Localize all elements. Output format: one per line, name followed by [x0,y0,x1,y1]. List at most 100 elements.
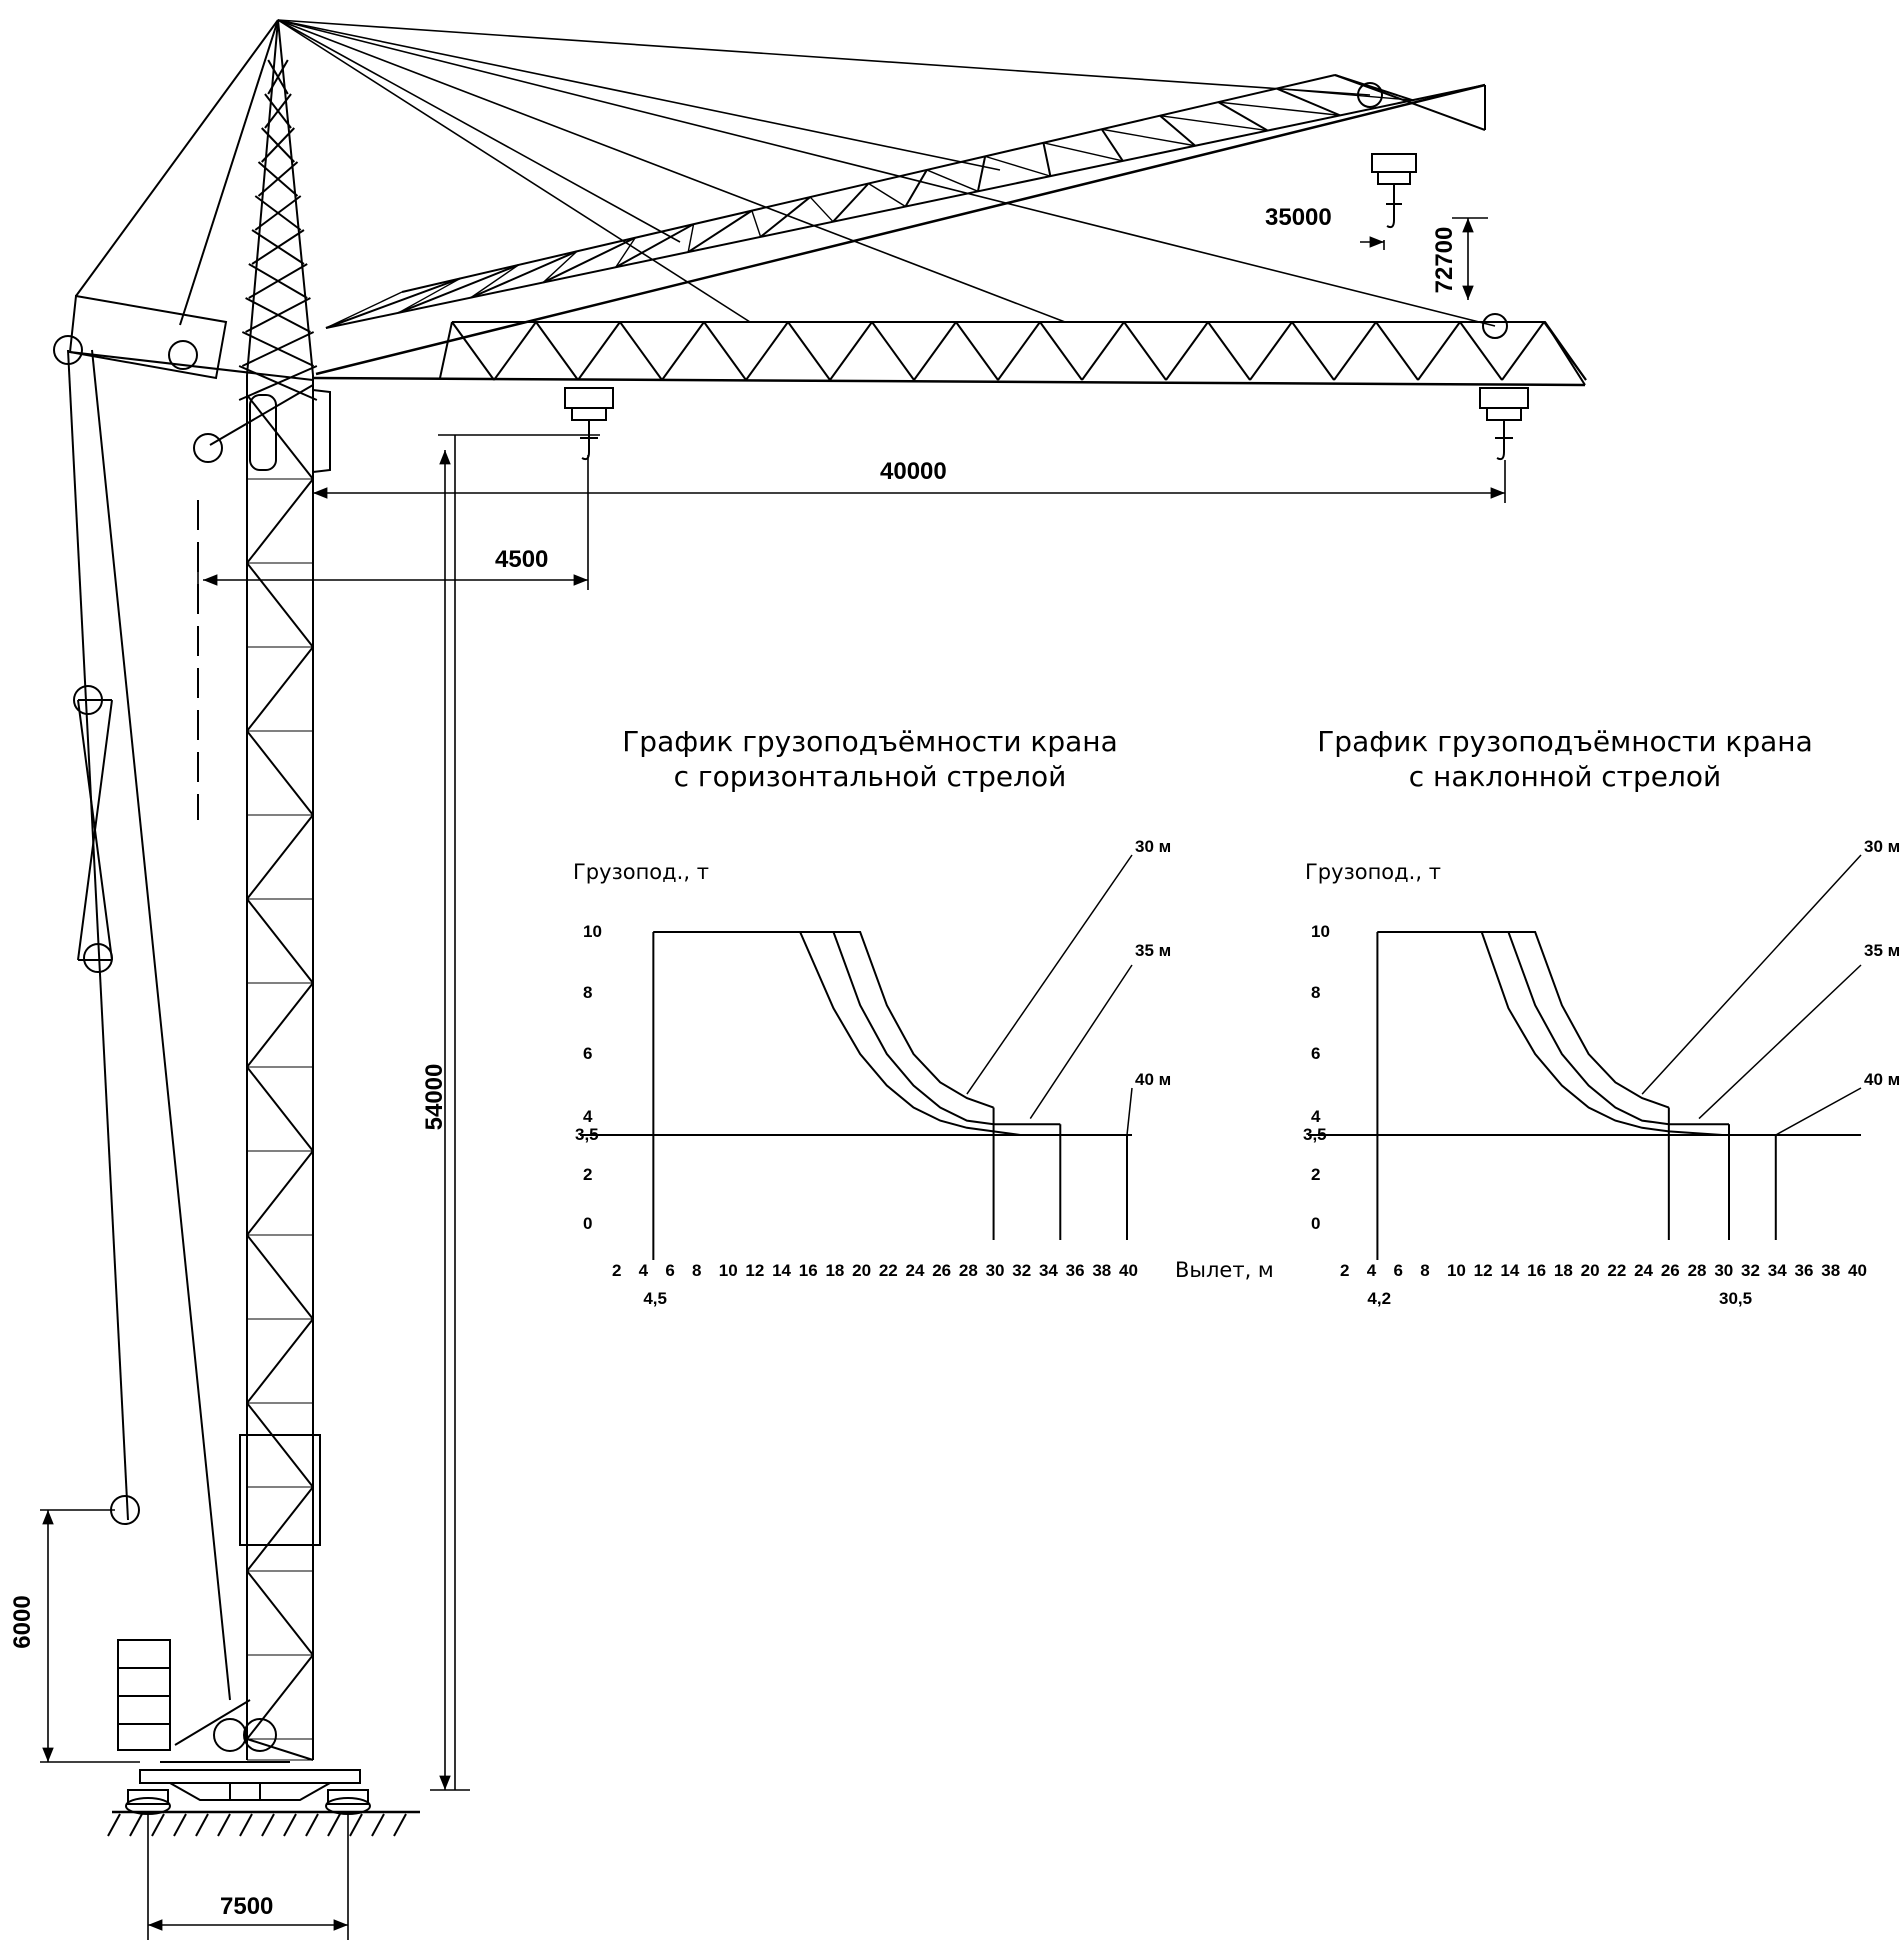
chart1-ytick: 3,5 [1303,1125,1327,1144]
chart0-ytick: 10 [583,922,602,941]
chart0-xtick: 20 [852,1261,872,1280]
inclined-trolley [1371,153,1417,229]
chart-horizontal-title: График грузоподъёмности крана с горизонт… [580,724,1160,794]
chart0-ytick: 8 [583,983,593,1002]
dimension-40000: 40000 [880,458,947,485]
chart1-ytick: 8 [1311,983,1321,1002]
chart0-xtick: 12 [745,1261,765,1280]
chart0-boom-label-1: 35 м [1135,941,1172,960]
chart0-ytick: 4 [583,1107,593,1126]
dimension-6000: 6000 [9,1595,36,1649]
dimension-54000: 54000 [421,1063,448,1131]
boom-leader-line [1029,964,1133,1120]
chart0-xtick: 10 [718,1261,738,1280]
chart-inclined-title-line2: с наклонной стрелой [1408,760,1722,793]
series-40м [1377,931,1776,1136]
tower-mast [238,19,331,1761]
chart0-ytick: 6 [583,1044,593,1063]
chart0-xtick: 6 [665,1261,675,1280]
inclined-jib [315,74,1486,376]
chart1-ytick: 0 [1311,1214,1321,1233]
chart-horizontal-ylabel: Грузопод., т [573,860,709,884]
chart-inclined-title-line1: График грузоподъёмности крана [1317,725,1813,758]
chart0-ytick: 0 [583,1214,593,1233]
horizontal-jib [312,313,1587,461]
chart0-xtick: 38 [1092,1261,1112,1280]
chart1-xtick: 30 [1714,1261,1734,1280]
chart-horizontal-title-line1: График грузоподъёмности крана [622,725,1118,758]
dimension-35000: 35000 [1265,204,1332,231]
chart1-xtick: 6 [1393,1261,1403,1280]
chart-horizontal-title-line2: с горизонтальной стрелой [673,760,1067,793]
chart0-xtick: 32 [1012,1261,1032,1280]
chart-inclined-xlabel: Вылет, м [1175,1258,1274,1282]
chart1-boom-label-2: 40 м [1864,1070,1900,1089]
dimension-4500: 4500 [495,546,549,573]
chart0-xtick: 34 [1038,1261,1058,1280]
dimension-72700: 72700 [1431,226,1458,294]
chart0-xtick: 40 [1119,1261,1138,1280]
chart1-xtick: 12 [1473,1261,1493,1280]
chart0-xtick: 24 [905,1261,925,1280]
chart1-ytick: 4 [1311,1107,1321,1126]
chart1-xtick: 36 [1794,1261,1814,1280]
chart0-xtick: 36 [1065,1261,1085,1280]
ground-hatching [107,1813,407,1837]
chart1-xtick: 14 [1500,1261,1520,1280]
chart0-boom-label-2: 40 м [1135,1070,1172,1089]
chart1-xtick: 32 [1741,1261,1760,1280]
chart1-xtick: 8 [1420,1261,1430,1280]
boom-leader-line [1641,854,1862,1095]
series-30м [1377,931,1670,1109]
capacity-chart-horizontal [580,854,1133,1260]
boom-leader-line [1126,1087,1133,1136]
chart1-xtick: 4 [1366,1261,1377,1280]
chart1-xtick: 28 [1687,1261,1707,1280]
chart0-xtick: 8 [692,1261,702,1280]
chart-inclined-ylabel: Грузопод., т [1305,860,1441,884]
chart1-xtick: 20 [1580,1261,1600,1280]
chart1-ytick: 6 [1311,1044,1321,1063]
crane-base [117,1639,371,1815]
chart0-xtick: 14 [772,1261,792,1280]
chart1-xtick-extra: 30,5 [1719,1289,1753,1308]
boom-leader-line [1698,964,1862,1120]
chart0-xtick-extra: 4,5 [643,1289,667,1308]
chart1-xtick: 26 [1660,1261,1680,1280]
dimension-7500: 7500 [220,1893,274,1920]
chart1-xtick: 24 [1634,1261,1654,1280]
jib-stays [277,19,1496,327]
chart1-xtick: 40 [1848,1261,1867,1280]
chart0-xtick: 26 [932,1261,952,1280]
series-35м [1377,931,1729,1126]
chart1-ytick: 2 [1311,1165,1321,1184]
series-40м [653,931,1127,1136]
chart1-xtick: 34 [1767,1261,1787,1280]
chart0-xtick: 30 [985,1261,1005,1280]
chart1-xtick: 10 [1446,1261,1466,1280]
chart0-xtick: 28 [958,1261,978,1280]
chart0-xtick: 2 [612,1261,622,1280]
chart1-xtick: 16 [1527,1261,1547,1280]
chart1-xtick: 18 [1553,1261,1573,1280]
chart0-xtick: 16 [798,1261,818,1280]
chart1-boom-label-1: 35 м [1864,941,1900,960]
boom-leader-line [1775,1087,1862,1136]
series-35м [653,931,1061,1126]
chart-inclined-title: График грузоподъёмности крана с наклонно… [1275,724,1855,794]
chart0-boom-label-0: 30 м [1135,837,1172,856]
chart1-xtick: 38 [1821,1261,1841,1280]
jib-trolley-far [1479,387,1529,461]
chart0-xtick: 4 [638,1261,649,1280]
chart1-xtick: 22 [1607,1261,1627,1280]
chart0-ytick: 3,5 [575,1125,599,1144]
chart1-xtick-extra: 4,2 [1367,1289,1392,1308]
series-30м [653,931,994,1109]
chart1-ytick: 10 [1311,922,1330,941]
dimension-lines [40,217,1506,1940]
boom-leader-line [966,854,1133,1095]
chart0-ytick: 2 [583,1165,593,1184]
chart1-boom-label-0: 30 м [1864,837,1900,856]
chart0-xtick: 18 [825,1261,845,1280]
